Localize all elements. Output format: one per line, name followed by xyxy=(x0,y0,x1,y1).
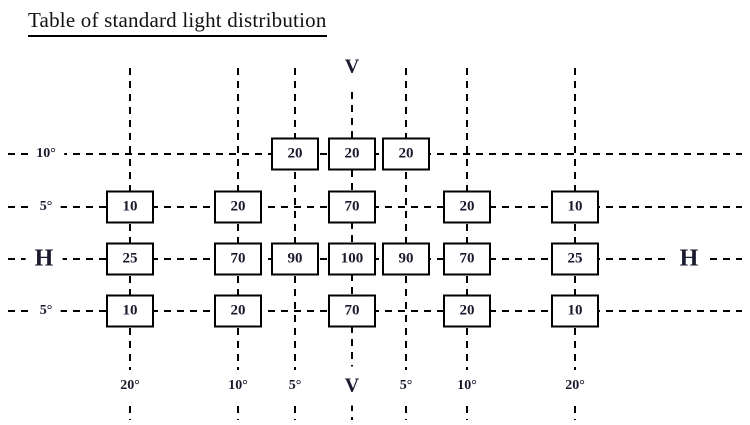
value-box: 20 xyxy=(214,294,262,328)
value-box: 20 xyxy=(443,294,491,328)
col-label-5deg-right: 5° xyxy=(394,370,418,402)
value-box: 10 xyxy=(106,294,154,328)
col-label-10deg-right: 10° xyxy=(452,370,482,402)
col-label-20deg-right: 20° xyxy=(560,370,590,402)
row-label-5deg-down: 5° xyxy=(31,301,61,321)
row-label-10deg: 10° xyxy=(28,144,64,164)
col-label-20deg-left: 20° xyxy=(115,370,145,402)
value-box: 100 xyxy=(328,242,376,276)
value-box: 20 xyxy=(214,190,262,224)
value-box: 25 xyxy=(551,242,599,276)
col-label-10deg-left: 10° xyxy=(223,370,253,402)
value-box: 20 xyxy=(382,137,430,171)
value-box: 70 xyxy=(328,190,376,224)
value-box: 90 xyxy=(382,242,430,276)
diagram-title: Table of standard light distribution xyxy=(28,8,327,37)
v-axis-label-top: V xyxy=(338,55,366,83)
v-axis-label-bottom: V xyxy=(337,366,367,406)
h-axis-label-left: H xyxy=(25,245,63,273)
value-box: 70 xyxy=(443,242,491,276)
value-box: 90 xyxy=(271,242,319,276)
value-box: 70 xyxy=(328,294,376,328)
value-box: 25 xyxy=(106,242,154,276)
value-box: 20 xyxy=(328,137,376,171)
row-label-5deg-up: 5° xyxy=(31,197,61,217)
h-axis-label-right: H xyxy=(670,245,708,273)
value-box: 70 xyxy=(214,242,262,276)
value-box: 20 xyxy=(271,137,319,171)
value-box: 20 xyxy=(443,190,491,224)
col-label-5deg-left: 5° xyxy=(283,370,307,402)
value-box: 10 xyxy=(106,190,154,224)
value-box: 10 xyxy=(551,190,599,224)
value-box: 10 xyxy=(551,294,599,328)
